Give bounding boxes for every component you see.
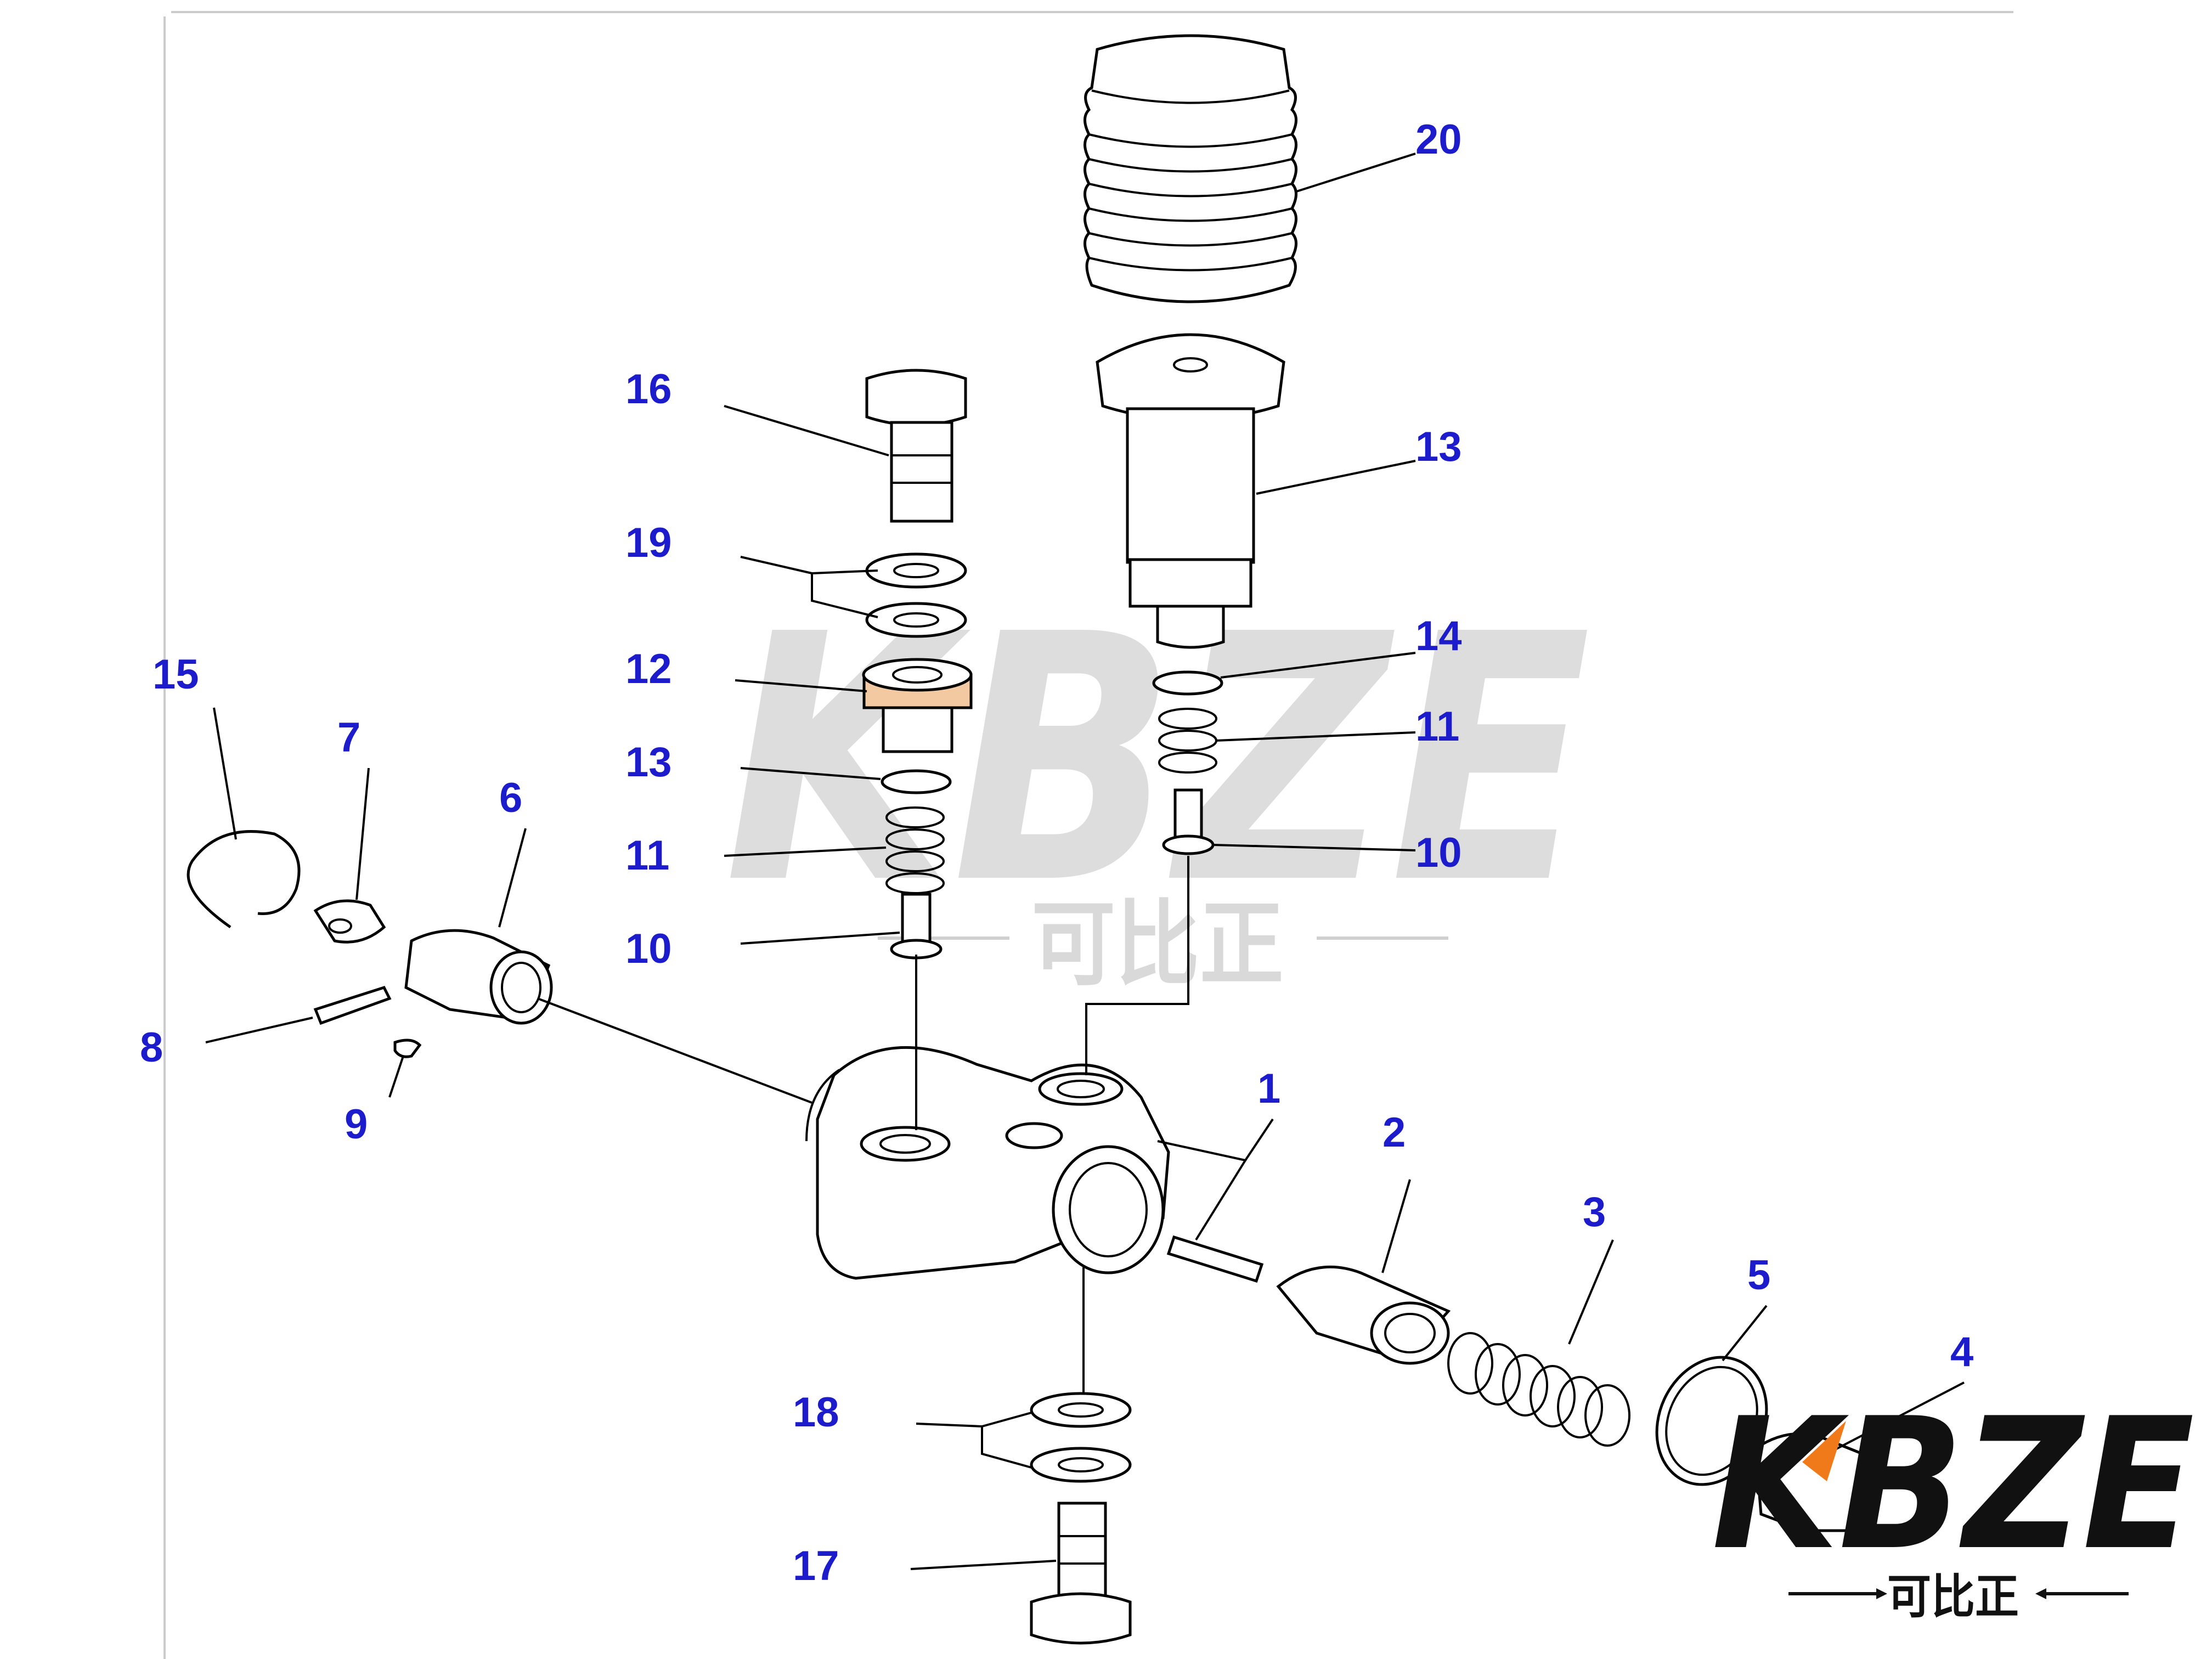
part-3-spring (1447, 1332, 1630, 1447)
part-16-bolt (1030, 1502, 1132, 1645)
callout-7: 7 (337, 714, 360, 761)
part-1-pin (1166, 1235, 1264, 1283)
callout-3: 3 (1583, 1189, 1606, 1235)
part-5-gasket (1655, 1356, 1768, 1486)
callout-2: 2 (1383, 1109, 1406, 1156)
part-7-roller (313, 899, 386, 944)
part-2-sleeve (1276, 1265, 1451, 1365)
part-20-bellows (1084, 34, 1297, 303)
callout-5: 5 (1747, 1252, 1770, 1299)
callouts: 20 13 16 19 12 13 11 10 14 11 10 15 7 6 … (140, 116, 1973, 1589)
part-13-o-ring-left (881, 769, 952, 794)
part-12-fitting (862, 658, 973, 753)
part-6-tappet (404, 929, 553, 1025)
callout-1: 1 (1257, 1065, 1280, 1112)
callout-16: 17 (793, 1543, 839, 1589)
frame (163, 11, 2013, 1659)
callout-4: 4 (1950, 1329, 1973, 1375)
callout-11-right: 11 (1415, 703, 1459, 750)
callout-15: 13 (1415, 424, 1462, 470)
part-9-screw (393, 1039, 422, 1058)
part-15-priming-pump (1096, 333, 1285, 649)
logo-accent (1802, 1421, 1846, 1481)
part-4-plug (1754, 1432, 1878, 1532)
brand-logo: KBZE 可比正 (1712, 1379, 2194, 1624)
callout-13-left: 13 (625, 739, 672, 786)
callout-17: 16 (625, 366, 672, 413)
callout-18: 18 (793, 1389, 839, 1436)
callout-20: 20 (1415, 116, 1462, 163)
part-10-valve-right (1162, 788, 1215, 855)
watermark-subtitle: 可比正 (1031, 890, 1284, 999)
logo-brand: KBZE (1712, 1379, 2194, 1590)
callout-13-right: 14 (1415, 613, 1462, 659)
part-14-snap-ring (187, 830, 301, 929)
part-17-bolt (865, 369, 967, 523)
callout-12: 12 (625, 646, 672, 692)
callout-10-left: 10 (625, 926, 672, 972)
part-13-o-ring-right (1152, 670, 1223, 696)
callout-9: 9 (345, 1101, 368, 1148)
callout-10-right: 10 (1415, 830, 1462, 876)
callout-19: 19 (625, 520, 672, 566)
leader-lines (205, 153, 1965, 1570)
assembly-axes (537, 856, 1189, 1393)
logo-subtitle: 可比正 (1887, 1570, 2019, 1624)
part-18-washers (1030, 1392, 1132, 1483)
part-19-washers (865, 552, 967, 638)
callout-11-left: 11 (625, 832, 669, 879)
callout-8: 8 (140, 1024, 163, 1071)
callout-6: 6 (499, 775, 522, 821)
part-1-pump-body (805, 1046, 1170, 1280)
callout-14: 15 (153, 651, 199, 698)
part-8-pin (313, 985, 392, 1025)
